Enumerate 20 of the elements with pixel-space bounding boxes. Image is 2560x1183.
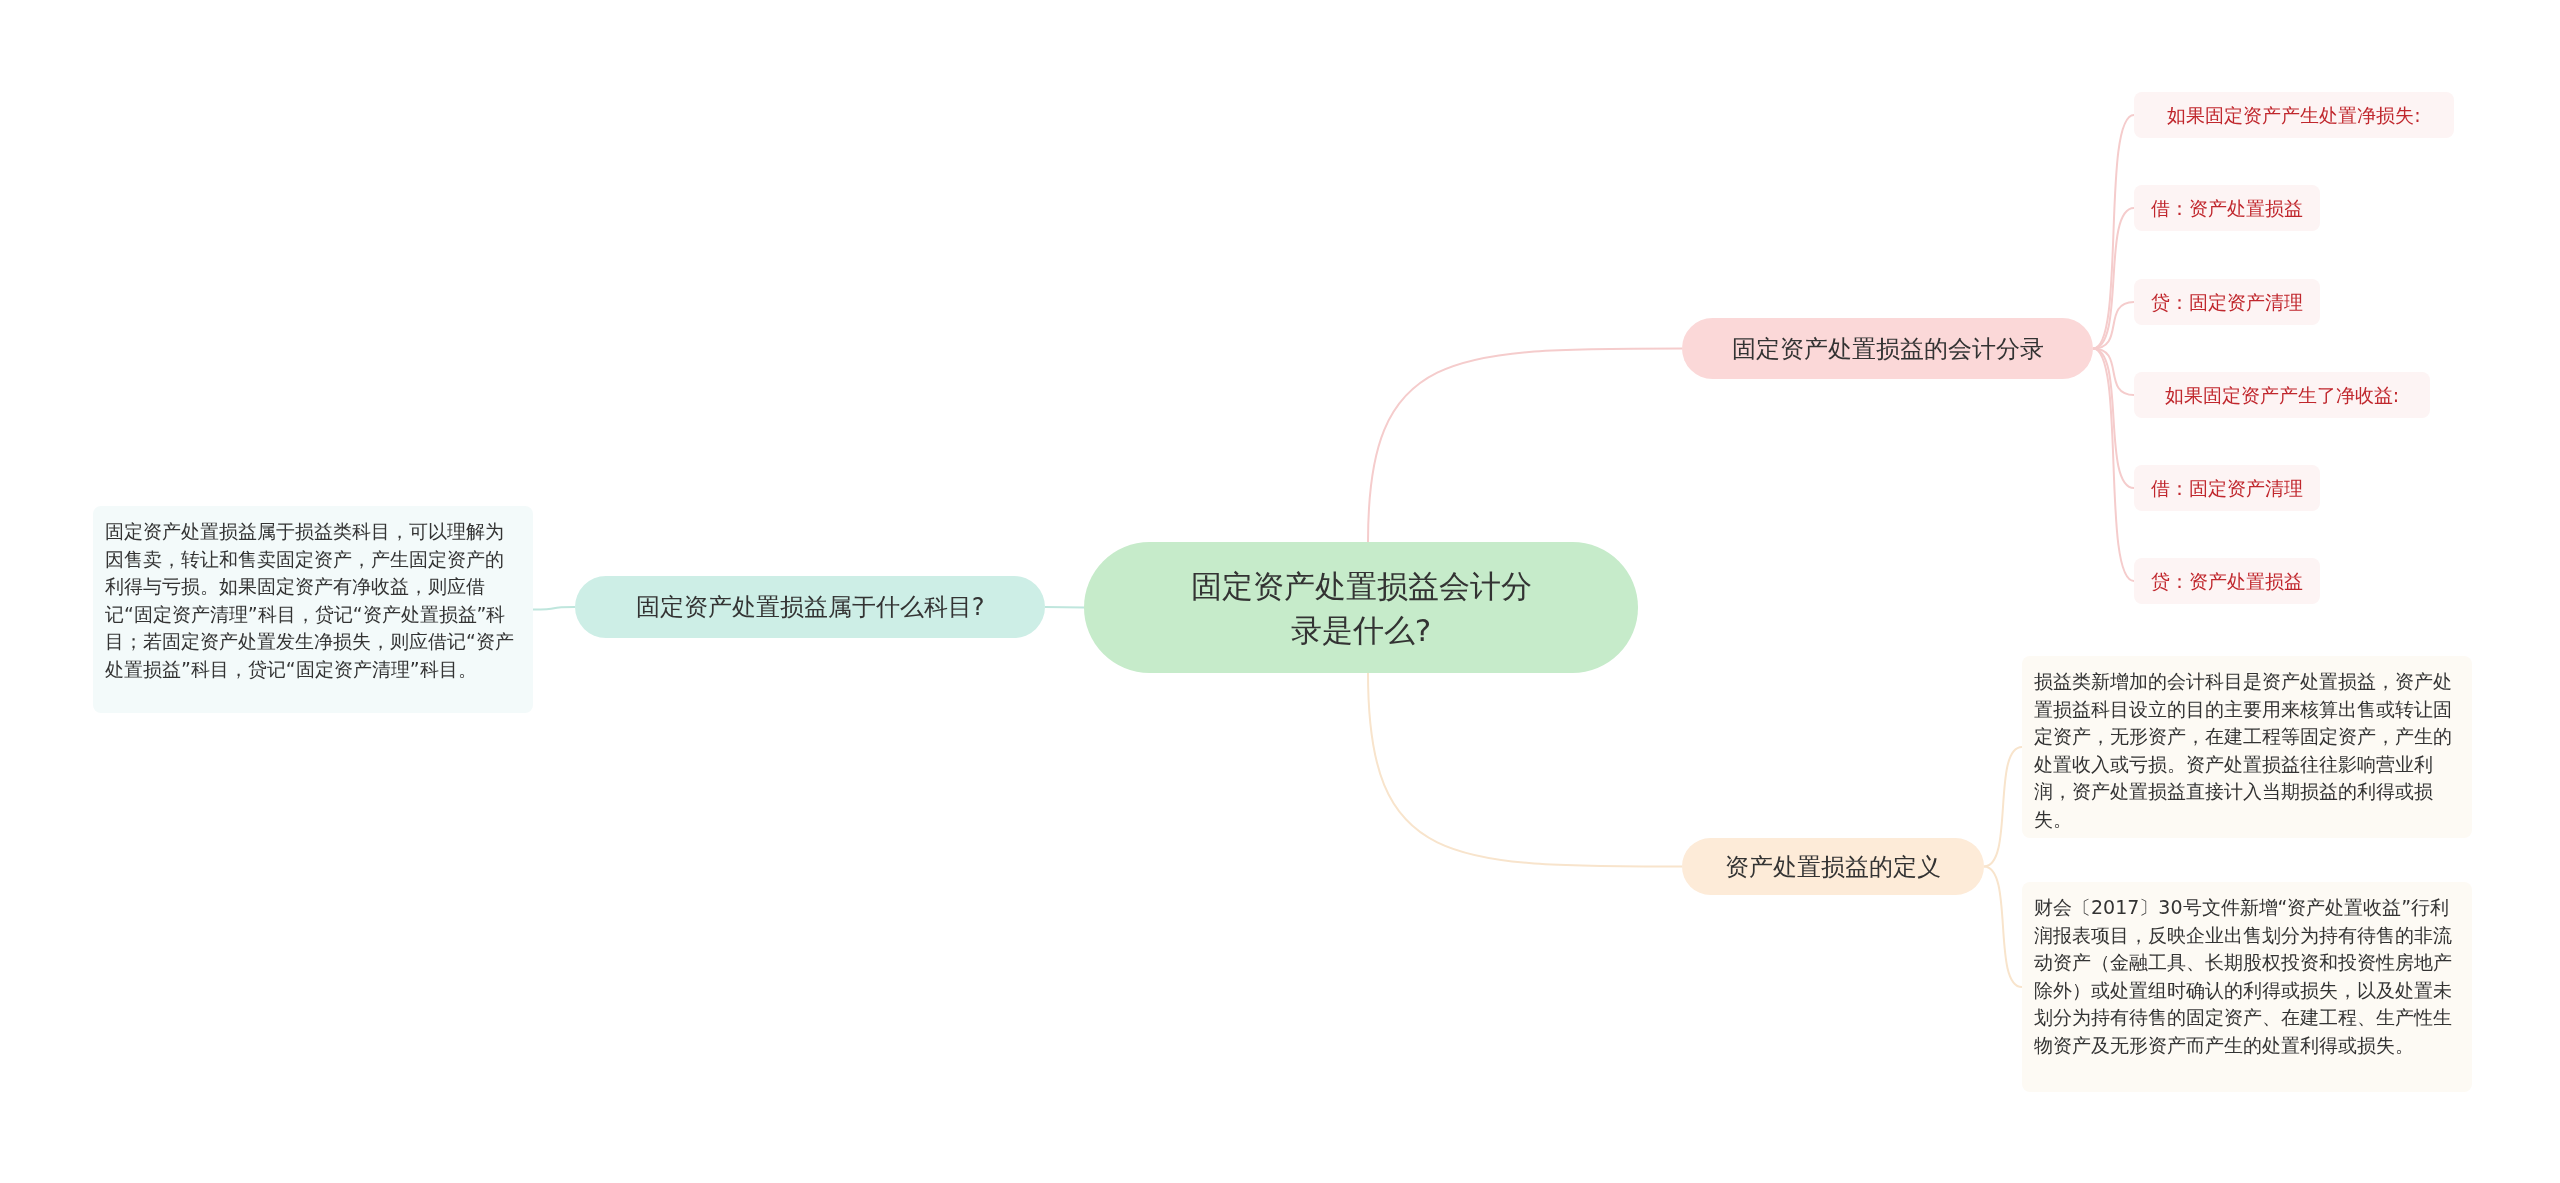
branch-box: 固定资产处置损益的会计分录 — [1682, 318, 2093, 379]
text-block: 财会〔2017〕30号文件新增“资产处置收益”行利润报表项目，反映企业出售划分为持有待售的非流动资产（金融工具、长期股权投资和投资性房地产除外）或处置组时确认的利得或损失，以及处置未划分为持有待售的固定资产、在建工程、生产性生物资产及无形资产而产生的处置利得或损失。 — [2022, 882, 2472, 1092]
leaf-box: 贷：资产处置损益 — [2134, 558, 2320, 604]
connector-line — [1367, 347, 1683, 543]
connector-line — [1044, 606, 1085, 609]
text-block: 固定资产处置损益属于损益类科目，可以理解为因售卖，转让和售卖固定资产，产生固定资产的利得与亏损。如果固定资产有净收益，则应借记“固定资产清理”科目，贷记“资产处置损益”科目；若固定资产处置发生净损失，则应借记“资产处置损益”科目，贷记“固定资产清理”科目。 — [93, 506, 533, 713]
text-block: 损益类新增加的会计科目是资产处置损益，资产处置损益科目设立的目的主要用来核算出售或转让固定资产，无形资产，在建工程等固定资产，产生的处置收入或亏损。资产处置损益往往影响营业利润，资产处置损益直接计入当期损益的利得或损失。 — [2022, 656, 2472, 838]
connector-line — [1983, 746, 2023, 868]
leaf-box: 如果固定资产产生处置净损失: — [2134, 92, 2454, 138]
connector-line — [1983, 865, 2023, 988]
topic-box: 固定资产处置损益会计分录是什么? — [1084, 542, 1638, 673]
branch-box: 固定资产处置损益属于什么科目? — [575, 576, 1045, 638]
leaf-box: 借：资产处置损益 — [2134, 185, 2320, 231]
connector-line — [2092, 347, 2135, 582]
leaf-box: 如果固定资产产生了净收益: — [2134, 372, 2430, 418]
leaf-box: 贷：固定资产清理 — [2134, 279, 2320, 325]
connector-line — [532, 606, 576, 611]
leaf-box: 借：固定资产清理 — [2134, 465, 2320, 511]
connector-line — [1367, 672, 1683, 868]
branch-box: 资产处置损益的定义 — [1682, 838, 1984, 895]
